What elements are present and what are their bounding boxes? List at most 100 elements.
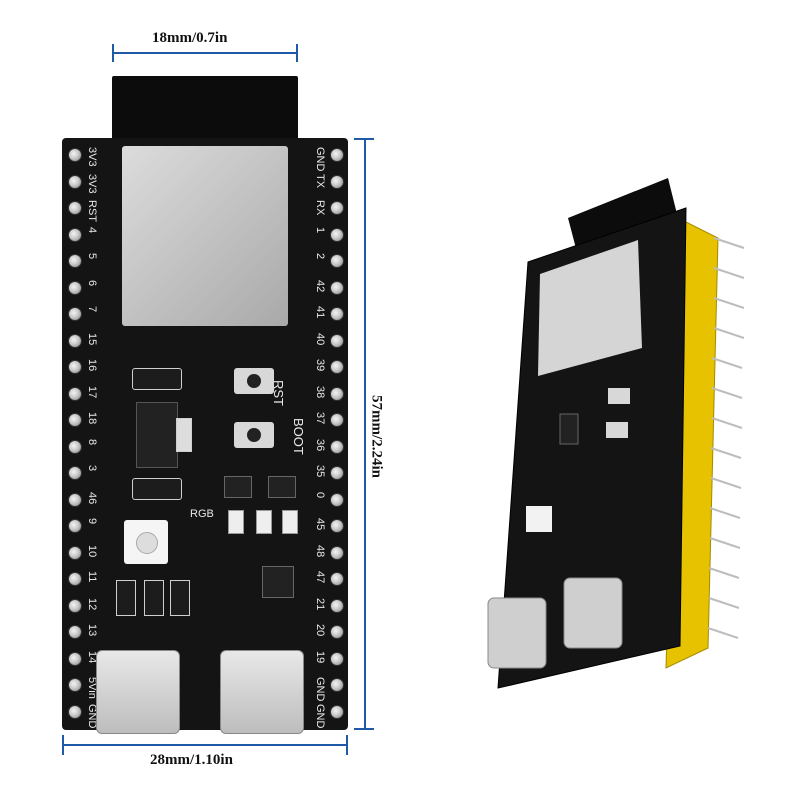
right-pin-label: 38 <box>314 385 326 398</box>
left-pin-label: 5 <box>86 253 98 260</box>
left-pin-label: 11 <box>86 571 98 583</box>
width-bottom-line <box>62 744 348 746</box>
diode-3 <box>170 580 190 616</box>
right-pin-label: 35 <box>314 465 326 478</box>
right-pin-label: GND <box>314 703 326 728</box>
left-pin-18 <box>68 625 82 639</box>
right-pin-5 <box>330 280 344 295</box>
diode-2 <box>144 580 164 616</box>
left-pin-20 <box>68 678 82 692</box>
left-pin-4 <box>68 254 82 268</box>
right-pin-0 <box>330 148 344 162</box>
right-pin-label: 21 <box>314 597 326 610</box>
rgb-label: RGB <box>190 508 214 520</box>
right-pin-8 <box>330 360 344 374</box>
height-side-line <box>364 138 366 730</box>
voltage-regulator <box>136 402 178 468</box>
usb-ic <box>262 566 294 598</box>
width-bottom-label: 28mm/1.10in <box>150 752 233 768</box>
left-pin-label: 3V3 <box>86 173 98 194</box>
right-pin-label: 48 <box>314 544 326 557</box>
right-pin-10 <box>330 413 344 427</box>
right-pin-19 <box>330 651 344 666</box>
right-pin-17 <box>330 598 344 613</box>
rgb-led <box>124 520 168 564</box>
right-pin-label: 42 <box>314 279 326 292</box>
left-pin-6 <box>68 307 82 321</box>
left-pin-13 <box>68 492 82 507</box>
left-pin-label: RST <box>86 200 98 222</box>
left-pin-12 <box>68 466 82 480</box>
left-pin-label: 15 <box>86 332 98 345</box>
right-pin-12 <box>330 466 344 480</box>
left-pin-label: 12 <box>86 597 98 610</box>
right-pin-label: 2 <box>314 253 326 260</box>
left-pin-5 <box>68 280 82 295</box>
usb-c-port-right[interactable] <box>220 650 304 734</box>
esp32-module-shield <box>122 146 288 326</box>
right-pin-label: 20 <box>314 624 326 637</box>
left-pin-21 <box>68 704 82 719</box>
board-angled-drawing <box>487 178 745 689</box>
left-pin-label: 18 <box>86 412 98 425</box>
right-pin-6 <box>330 307 344 321</box>
left-pin-2 <box>68 201 82 215</box>
right-pin-label: RX <box>314 200 326 216</box>
left-pin-label: 46 <box>86 491 98 504</box>
right-pin-label: 39 <box>314 359 326 372</box>
right-pin-label: 45 <box>314 518 326 531</box>
left-pin-label: 8 <box>86 438 98 445</box>
right-pin-label: 47 <box>314 571 326 584</box>
right-pin-4 <box>330 254 344 268</box>
right-pin-1 <box>330 174 344 189</box>
right-pin-label: 0 <box>314 491 326 498</box>
left-pin-label: 10 <box>86 544 98 557</box>
right-pin-label: GND <box>314 677 326 702</box>
boot-label: BOOT <box>291 418 306 455</box>
right-pin-label: 19 <box>314 650 326 663</box>
right-pin-3 <box>330 227 344 242</box>
transistor-1 <box>224 476 252 498</box>
left-pin-8 <box>68 360 82 374</box>
left-pin-label: 7 <box>86 306 98 313</box>
right-pin-14 <box>330 519 344 533</box>
boot-button[interactable] <box>234 422 274 448</box>
left-pin-9 <box>68 386 82 401</box>
left-pin-19 <box>68 651 82 666</box>
led-3 <box>282 510 298 534</box>
left-pin-label: 4 <box>86 226 98 233</box>
right-pin-21 <box>330 704 344 719</box>
rst-label: RST <box>271 380 286 406</box>
right-pin-16 <box>330 572 344 586</box>
rst-button[interactable] <box>234 368 274 394</box>
right-pin-label: GND <box>314 147 326 172</box>
board-angled <box>468 178 745 698</box>
left-pin-10 <box>68 413 82 427</box>
height-side-label: 57mm/2.24in <box>368 395 385 478</box>
right-pin-label: TX <box>314 173 326 188</box>
left-pin-label: 3V3 <box>86 147 98 167</box>
left-pin-label: 3 <box>86 465 98 472</box>
usb-c-port-left[interactable] <box>96 650 180 734</box>
antenna <box>112 76 298 144</box>
right-pin-20 <box>330 678 344 692</box>
right-pin-label: 37 <box>314 412 326 425</box>
left-pin-14 <box>68 519 82 533</box>
right-pin-13 <box>330 492 344 507</box>
left-pin-label: 17 <box>86 385 98 398</box>
left-pin-16 <box>68 572 82 586</box>
right-pin-7 <box>330 333 344 348</box>
capacitor-bottom <box>132 478 182 500</box>
right-pin-label: 36 <box>314 438 326 451</box>
width-top-label: 18mm/0.7in <box>152 30 228 46</box>
led-1 <box>228 510 244 534</box>
capacitor-top <box>132 368 182 390</box>
left-pin-7 <box>68 333 82 348</box>
left-pin-label: 9 <box>86 518 98 525</box>
right-pin-18 <box>330 625 344 639</box>
right-pin-2 <box>330 201 344 215</box>
left-pin-label: 6 <box>86 279 98 286</box>
left-pin-11 <box>68 439 82 454</box>
width-top-line <box>112 52 297 54</box>
left-pin-0 <box>68 148 82 162</box>
